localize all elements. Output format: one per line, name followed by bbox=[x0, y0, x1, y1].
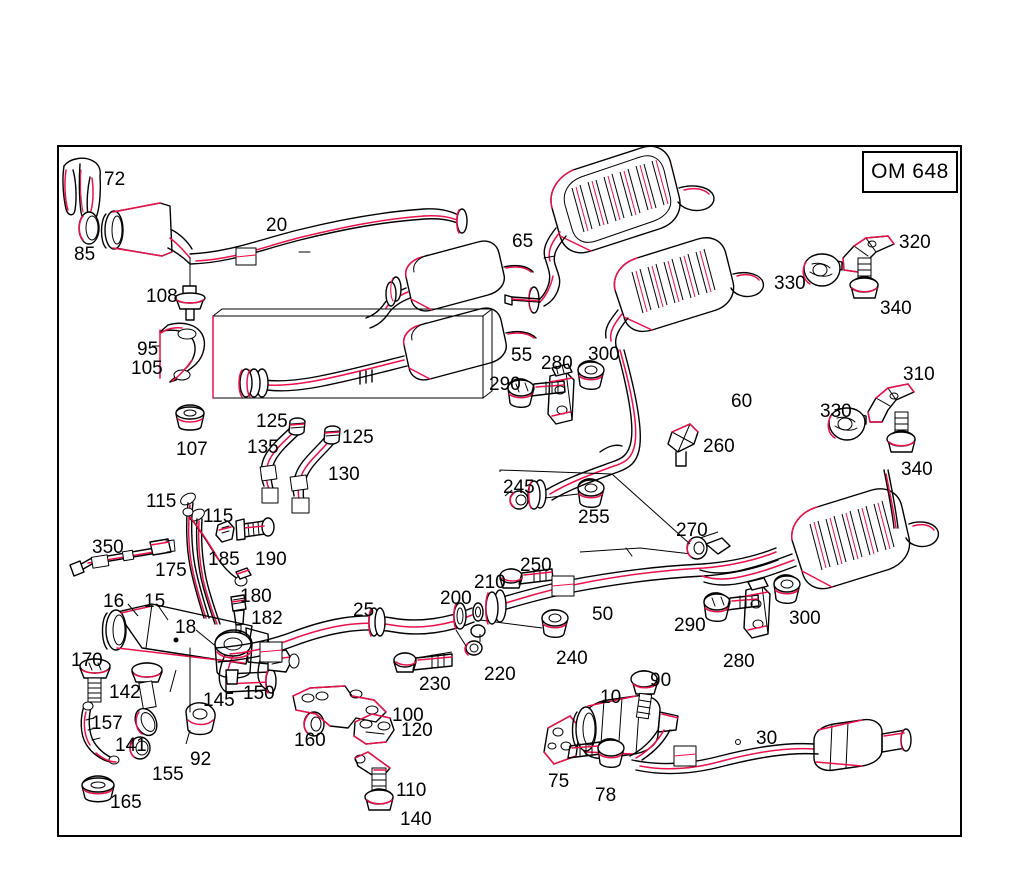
part-number-label-95: 95 bbox=[137, 339, 159, 360]
part-number-label-30: 30 bbox=[756, 728, 778, 749]
part-number-label-250: 250 bbox=[520, 555, 552, 576]
part-number-label-150: 150 bbox=[243, 683, 275, 704]
part-number-label-260: 260 bbox=[703, 436, 735, 457]
title-box-label: OM 648 bbox=[871, 160, 949, 183]
part-number-label-280b: 280 bbox=[723, 651, 755, 672]
part-number-label-110: 110 bbox=[396, 780, 427, 801]
part-number-label-240: 240 bbox=[556, 648, 588, 669]
part-number-label-300b: 300 bbox=[789, 608, 821, 629]
part-number-label-60: 60 bbox=[731, 391, 753, 412]
part-number-label-78: 78 bbox=[595, 785, 617, 806]
part-number-label-72: 72 bbox=[104, 169, 126, 190]
part-number-label-290a: 290 bbox=[489, 374, 521, 395]
part-number-label-170: 170 bbox=[71, 650, 103, 671]
part-number-label-245: 245 bbox=[503, 477, 535, 498]
part-number-label-108: 108 bbox=[146, 286, 178, 307]
part-number-label-125a: 125 bbox=[256, 411, 288, 432]
part-number-label-300a: 300 bbox=[588, 344, 620, 365]
part-number-label-320: 320 bbox=[899, 232, 931, 253]
part-number-label-290b: 290 bbox=[674, 615, 706, 636]
part-number-label-75: 75 bbox=[548, 771, 570, 792]
part-number-label-25: 25 bbox=[353, 600, 375, 621]
part-number-label-230: 230 bbox=[419, 674, 451, 695]
part-number-label-55: 55 bbox=[511, 345, 533, 366]
part-number-label-270: 270 bbox=[676, 520, 708, 541]
part-number-label-90: 90 bbox=[650, 670, 672, 691]
part-number-label-135: 135 bbox=[247, 437, 279, 458]
part-number-label-141: 141 bbox=[115, 735, 147, 756]
part-number-label-85: 85 bbox=[74, 244, 96, 265]
part-number-label-120: 120 bbox=[401, 720, 433, 741]
part-number-label-115b: 115 bbox=[203, 506, 234, 527]
part-number-label-107: 107 bbox=[176, 439, 208, 460]
part-number-label-180: 180 bbox=[240, 586, 272, 607]
part-number-label-155: 155 bbox=[152, 764, 184, 785]
part-number-label-160: 160 bbox=[294, 730, 326, 751]
part-number-label-10: 10 bbox=[600, 687, 622, 708]
part-number-label-65: 65 bbox=[512, 231, 534, 252]
part-number-label-190: 190 bbox=[255, 549, 287, 570]
part-number-label-310: 310 bbox=[903, 364, 935, 385]
part-number-label-130: 130 bbox=[328, 464, 360, 485]
part-number-label-200: 200 bbox=[440, 588, 472, 609]
part-number-label-182: 182 bbox=[251, 608, 283, 629]
part-number-label-157: 157 bbox=[91, 713, 123, 734]
part-number-label-165: 165 bbox=[110, 792, 142, 813]
part-number-label-330a: 330 bbox=[774, 273, 806, 294]
part-number-label-115a: 115 bbox=[146, 491, 177, 512]
part-number-label-18: 18 bbox=[175, 617, 197, 638]
part-number-label-175: 175 bbox=[155, 560, 187, 581]
part-number-label-330b: 330 bbox=[820, 401, 852, 422]
part-number-label-280a: 280 bbox=[541, 353, 573, 374]
title-box: OM 648 bbox=[862, 151, 958, 193]
part-number-label-50: 50 bbox=[592, 604, 614, 625]
part-number-label-140: 140 bbox=[400, 809, 432, 830]
part-number-label-16: 16 bbox=[103, 591, 125, 612]
part-number-label-20: 20 bbox=[266, 215, 288, 236]
part-number-label-340a: 340 bbox=[880, 298, 912, 319]
part-number-label-142: 142 bbox=[109, 682, 141, 703]
part-number-label-145: 145 bbox=[203, 690, 235, 711]
part-number-label-100: 100 bbox=[392, 705, 424, 726]
part-number-label-105: 105 bbox=[131, 358, 163, 379]
part-number-label-210: 210 bbox=[474, 572, 506, 593]
part-number-label-15: 15 bbox=[144, 591, 166, 612]
part-number-label-220: 220 bbox=[484, 664, 516, 685]
part-number-label-340b: 340 bbox=[901, 459, 933, 480]
part-number-label-255: 255 bbox=[578, 507, 610, 528]
part-number-label-185: 185 bbox=[208, 549, 240, 570]
part-number-label-92: 92 bbox=[190, 749, 212, 770]
part-number-label-350: 350 bbox=[92, 537, 124, 558]
part-number-label-125b: 125 bbox=[342, 427, 374, 448]
